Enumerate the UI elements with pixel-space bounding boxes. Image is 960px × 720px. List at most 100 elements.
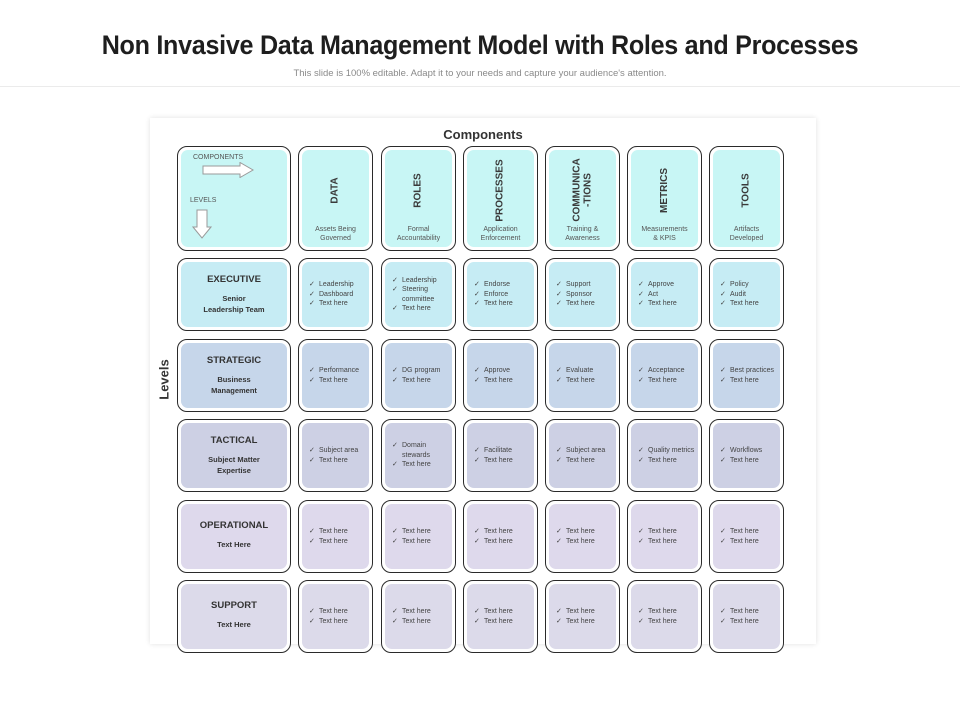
checklist-item: Policy [720,280,779,290]
checklist-item: Leadership [309,280,368,290]
checklist: Subject areaText here [556,420,615,491]
checklist: EndorseEnforceText here [474,259,533,330]
checklist: PolicyAuditText here [720,259,779,330]
checklist-item: Text here [638,617,697,627]
checklist-item: Text here [474,299,533,309]
checklist: Text hereText here [638,581,697,652]
checklist-item: Text here [309,299,368,309]
column-name: DATA [329,176,341,204]
checklist-item: Text here [638,376,697,386]
checklist-item: Performance [309,366,368,376]
checklist-item: Acceptance [638,366,697,376]
checklist-item: Text here [309,607,368,617]
checklist-item: Text here [309,537,368,547]
column-name: TOOLS [740,172,752,208]
cell-strategic-metrics: AcceptanceText here [627,339,702,412]
checklist-item: Text here [638,527,697,537]
cell-tactical-data: Subject areaText here [298,419,373,492]
checklist-item: Subject area [556,446,615,456]
level-description: Text Here [217,620,251,629]
cell-tactical-communications: Subject areaText here [545,419,620,492]
cell-strategic-data: PerformanceText here [298,339,373,412]
level-description: Senior Leadership Team [203,294,265,314]
cell-executive-processes: EndorseEnforceText here [463,258,538,331]
checklist-item: Text here [638,299,697,309]
cell-operational-data: Text hereText here [298,500,373,573]
corner-components-label: COMPONENTS [193,154,244,161]
column-description: Assets Being Governed [315,226,356,242]
column-name: PROCESSES [495,158,506,222]
checklist-item: Approve [474,366,533,376]
column-description: Measurements & KPIS [641,226,688,242]
checklist-item: Text here [720,376,779,386]
checklist: FacilitateText here [474,420,533,491]
checklist-item: Text here [474,456,533,466]
cell-support-data: Text hereText here [298,580,373,653]
checklist: Text hereText here [556,501,615,572]
cell-operational-tools: Text hereText here [709,500,784,573]
checklist-item: Text here [474,617,533,627]
checklist-item: Text here [474,537,533,547]
checklist: Subject areaText here [309,420,368,491]
cell-executive-communications: SupportSponsorText here [545,258,620,331]
checklist: Text hereText here [638,501,697,572]
checklist-item: Text here [638,537,697,547]
slide-title: Non Invasive Data Management Model with … [101,30,859,60]
checklist-item: Text here [392,460,451,470]
checklist: AcceptanceText here [638,340,697,411]
checklist: Best practicesText here [720,340,779,411]
checklist: ApproveText here [474,340,533,411]
checklist: Text hereText here [309,501,368,572]
checklist-item: Text here [474,527,533,537]
checklist-item: Act [638,290,697,300]
checklist-item: Facilitate [474,446,533,456]
checklist-item: Dashboard [309,290,368,300]
cell-strategic-communications: EvaluateText here [545,339,620,412]
checklist-item: Text here [720,527,779,537]
cell-executive-metrics: ApproveActText here [627,258,702,331]
cell-strategic-roles: DG programText here [381,339,456,412]
checklist-item: Text here [392,607,451,617]
cell-strategic-tools: Best practicesText here [709,339,784,412]
cell-tactical-roles: Domain stewardsText here [381,419,456,492]
checklist-item: Endorse [474,280,533,290]
checklist-item: Text here [556,456,615,466]
checklist: PerformanceText here [309,340,368,411]
checklist-item: Steering committee [392,285,451,304]
checklist: Quality metricsText here [638,420,697,491]
levels-axis-title: Levels [156,359,172,400]
checklist-item: Text here [309,376,368,386]
corner-legend-card: COMPONENTS LEVELS [177,146,291,251]
cell-operational-processes: Text hereText here [463,500,538,573]
cell-operational-metrics: Text hereText here [627,500,702,573]
column-description: Application Enforcement [480,226,521,242]
checklist: SupportSponsorText here [556,259,615,330]
cell-operational-communications: Text hereText here [545,500,620,573]
corner-levels-label: LEVELS [190,197,217,204]
checklist: LeadershipDashboardText here [309,259,368,330]
checklist-item: Text here [556,527,615,537]
checklist-item: Text here [309,617,368,627]
checklist-item: DG program [392,366,451,376]
column-description: Formal Accountability [396,226,441,242]
checklist-item: Text here [556,299,615,309]
level-description: Business Management [211,375,257,395]
cell-support-tools: Text hereText here [709,580,784,653]
checklist-item: Text here [556,376,615,386]
checklist-item: Subject area [309,446,368,456]
column-name: ROLES [412,172,424,208]
level-description: Text Here [217,540,251,549]
checklist-item: Text here [556,607,615,617]
checklist-item: Audit [720,290,779,300]
slide-subtitle: This slide is 100% editable. Adapt it to… [293,68,667,79]
checklist-item: Text here [720,537,779,547]
checklist-item: Approve [638,280,697,290]
checklist: ApproveActText here [638,259,697,330]
checklist: WorkflowsText here [720,420,779,491]
checklist: Text hereText here [720,581,779,652]
checklist-item: Text here [309,456,368,466]
level-name: EXECUTIVE [207,274,261,285]
